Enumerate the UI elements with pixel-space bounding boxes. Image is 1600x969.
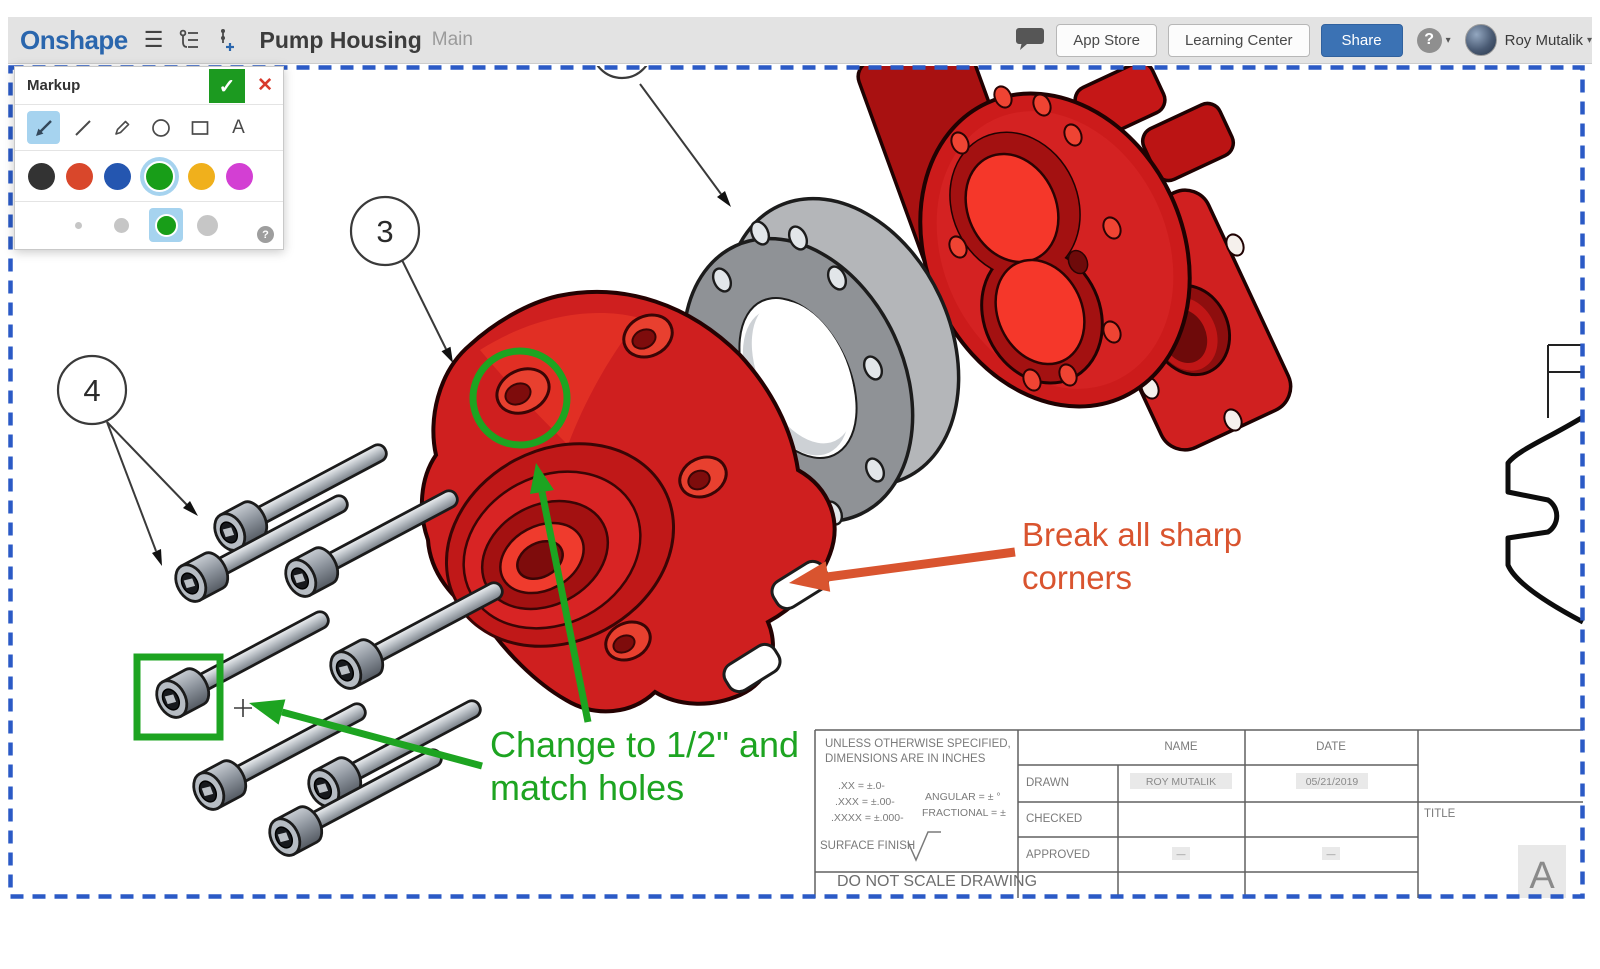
color-swatch-red[interactable] [66,162,93,190]
pencil-tool-button[interactable] [105,111,138,144]
size-medium-button[interactable] [149,208,183,242]
rectangle-tool-button[interactable] [183,111,216,144]
markup-panel: Markup ✓ ✕ A [14,66,284,250]
markup-panel-title: Markup [27,77,81,94]
markup-green-arrow-left[interactable] [249,699,483,770]
svg-text:—: — [1177,849,1186,859]
workspace-label[interactable]: Main [431,29,473,50]
bom-balloons: 3 4 [56,66,731,566]
color-swatch-blue[interactable] [104,162,131,190]
learning-center-button[interactable]: Learning Center [1167,23,1310,57]
markup-tool-row: A [15,104,283,150]
drawn-by-value: ROY MUTALIK [1146,776,1216,788]
markup-color-row [15,150,283,201]
balloon-4: 4 [83,373,100,408]
tolerance-note: UNLESS OTHERWISE SPECIFIED, [825,738,1011,750]
top-bar: Onshape ☰ Pump Housing Main App Store Le… [8,17,1592,64]
balloon-3: 3 [376,214,393,249]
svg-text:DRAWN: DRAWN [1026,777,1069,789]
surface-finish-label: SURFACE FINISH [820,840,915,852]
user-caret-icon: ▾ [1586,34,1592,46]
markup-green-circle[interactable] [469,347,571,449]
title-label: TITLE [1424,808,1456,820]
markup-help-icon[interactable]: ? [257,226,274,243]
svg-text:APPROVED: APPROVED [1026,849,1090,861]
markup-panel-header: Markup ✓ ✕ [15,67,283,104]
svg-text:.XXXX = ±.000-: .XXXX = ±.000- [831,812,904,824]
arrow-tool-button[interactable] [27,111,60,144]
size-xs-button[interactable] [75,222,82,229]
document-title: Pump Housing [259,26,422,53]
name-column-header: NAME [1164,741,1198,753]
drawn-date-value: 05/21/2019 [1306,776,1359,788]
svg-text:Break all sharp: Break all sharp [1022,516,1242,553]
color-swatch-yellow[interactable] [188,162,215,190]
pump-rear-housing [856,66,1293,452]
markup-selection-border [8,65,1585,899]
accept-markup-button[interactable]: ✓ [209,69,245,103]
size-small-button[interactable] [114,218,129,233]
svg-text:CHECKED: CHECKED [1026,813,1082,825]
onshape-logo[interactable]: Onshape [20,24,128,55]
share-button[interactable]: Share [1320,23,1403,57]
text-tool-button[interactable]: A [232,116,245,138]
date-column-header: DATE [1316,741,1346,753]
svg-text:corners: corners [1022,559,1132,596]
title-block: UNLESS OTHERWISE SPECIFIED, DIMENSIONS A… [814,729,1583,898]
color-swatch-black[interactable] [28,162,55,190]
svg-text:.XXX = ±.00-: .XXX = ±.00- [835,796,895,808]
svg-text:—: — [1327,849,1336,859]
avatar[interactable] [1464,24,1497,56]
close-markup-button[interactable]: ✕ [257,75,273,96]
comment-icon[interactable] [1015,25,1045,56]
svg-text:DIMENSIONS ARE IN INCHES: DIMENSIONS ARE IN INCHES [825,753,986,765]
do-not-scale-note: DO NOT SCALE DRAWING [837,873,1037,890]
versions-icon[interactable] [177,28,203,52]
svg-text:FRACTIONAL = ±: FRACTIONAL = ± [922,807,1006,819]
ellipse-tool-button[interactable] [144,111,177,144]
help-menu[interactable]: ? ▾ [1416,27,1451,53]
user-menu[interactable]: Roy Mutalik [1504,31,1583,49]
size-large-button[interactable] [197,215,218,236]
svg-text:match holes: match holes [490,767,684,808]
profile-view [1505,344,1584,625]
markup-red-arrow[interactable] [789,547,1016,592]
sheet-size-letter: A [1529,855,1555,897]
hamburger-menu-icon[interactable]: ☰ [143,27,164,52]
branch-add-icon[interactable] [217,27,239,53]
help-caret-icon: ▾ [1445,34,1451,46]
svg-text:ANGULAR = ± °: ANGULAR = ± ° [925,791,1001,803]
markup-size-row: ? [15,201,283,249]
socket-head-screws [149,430,512,863]
svg-text:.XX = ±.0-: .XX = ±.0- [838,780,885,792]
svg-text:Change to 1/2" and: Change to 1/2" and [490,724,799,765]
help-icon[interactable]: ? [1416,27,1442,53]
markup-green-note[interactable]: Change to 1/2" and match holes [490,724,799,808]
color-swatch-magenta[interactable] [226,162,253,190]
color-swatch-green[interactable] [146,162,173,190]
markup-green-rectangle[interactable] [133,653,224,741]
crosshair-cursor [234,699,252,717]
pump-front-housing [419,289,837,714]
surface-finish-symbol [907,831,941,862]
app-store-button[interactable]: App Store [1056,23,1157,57]
line-tool-button[interactable] [66,111,99,144]
markup-red-note[interactable]: Break all sharp corners [1022,516,1242,596]
markup-green-arrow-vertical[interactable] [530,463,592,723]
